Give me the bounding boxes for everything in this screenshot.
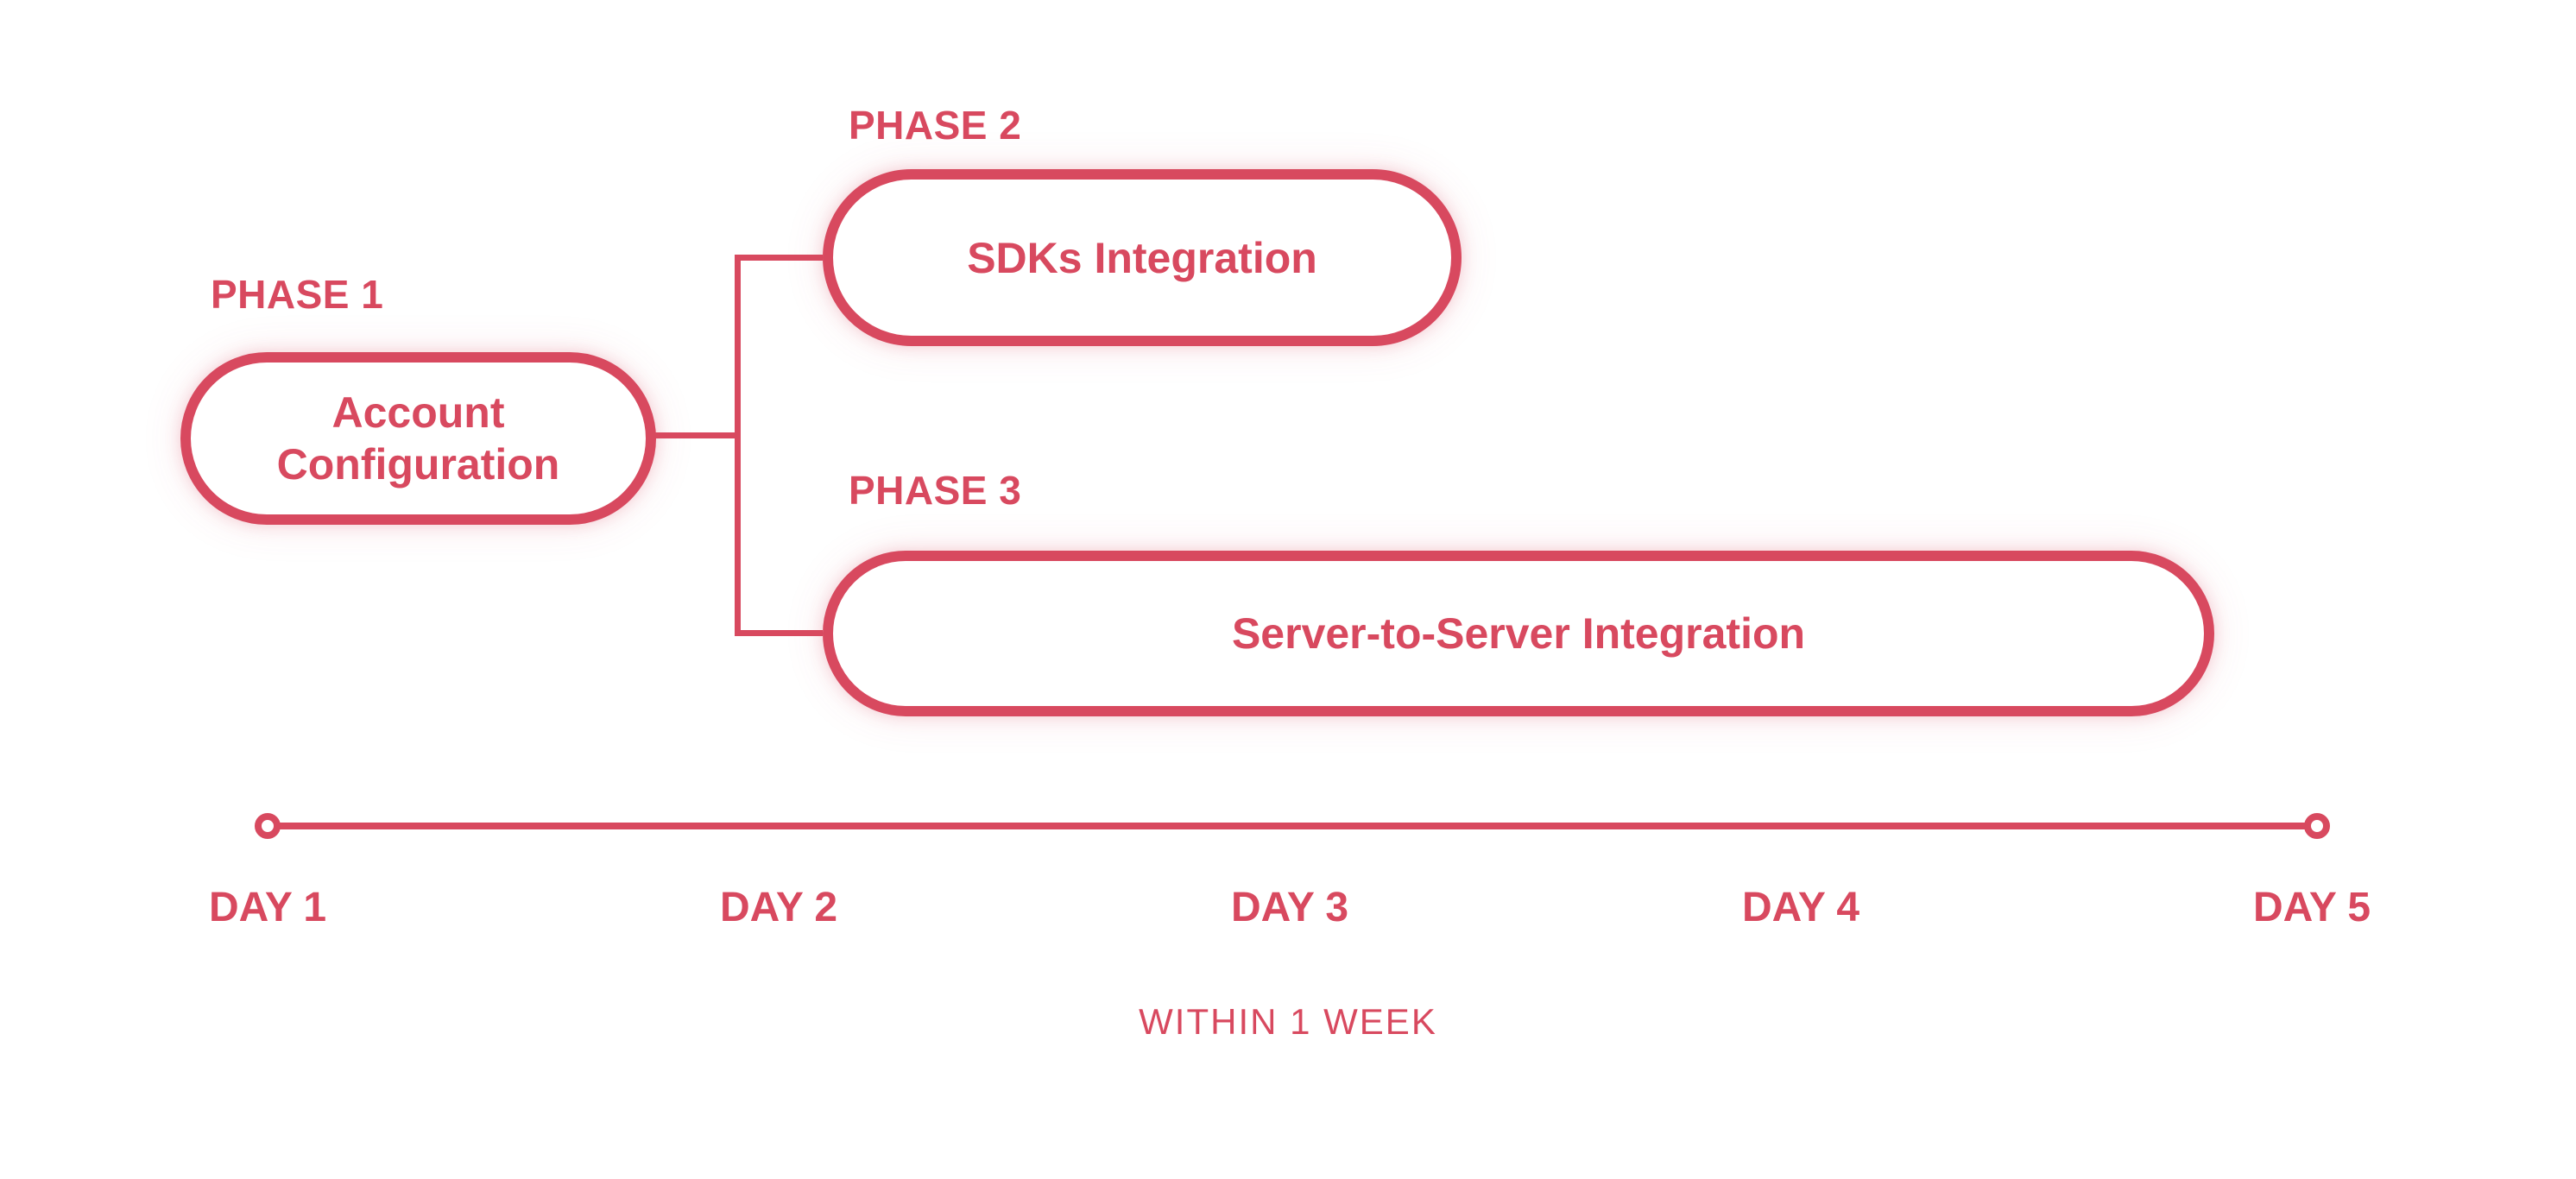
connector-branch-to-phase-3 [735, 630, 823, 636]
connector-branch-to-phase-2 [735, 255, 823, 261]
timeline-day-2-label: DAY 2 [719, 885, 838, 930]
timeline-end-circle-icon [2304, 813, 2330, 839]
timeline-caption: WITHIN 1 WEEK [1139, 1001, 1437, 1042]
phase-1-node-account-configuration: Account Configuration [180, 352, 656, 525]
timeline-day-5-label: DAY 5 [2252, 885, 2371, 930]
timeline-day-1-label: DAY 1 [208, 885, 327, 930]
phase-2-node-sdks-integration: SDKs Integration [823, 169, 1462, 346]
phase-1-node-title: Account Configuration [276, 388, 560, 489]
phase-2-node-title: SDKs Integration [967, 233, 1317, 282]
phase-3-node-server-to-server-integration: Server-to-Server Integration [823, 551, 2214, 716]
connector-vertical-line [735, 255, 741, 636]
phase-3-label: PHASE 3 [849, 468, 1022, 513]
timeline-day-4-label: DAY 4 [1741, 885, 1860, 930]
phase-1-label: PHASE 1 [211, 272, 384, 317]
timeline-day-3-label: DAY 3 [1230, 885, 1349, 930]
timeline-axis-line [268, 823, 2317, 829]
timeline-start-circle-icon [255, 813, 281, 839]
connector-stub-from-phase-1 [654, 432, 741, 438]
phase-2-label: PHASE 2 [849, 103, 1022, 148]
phase-3-node-title: Server-to-Server Integration [1231, 609, 1806, 658]
